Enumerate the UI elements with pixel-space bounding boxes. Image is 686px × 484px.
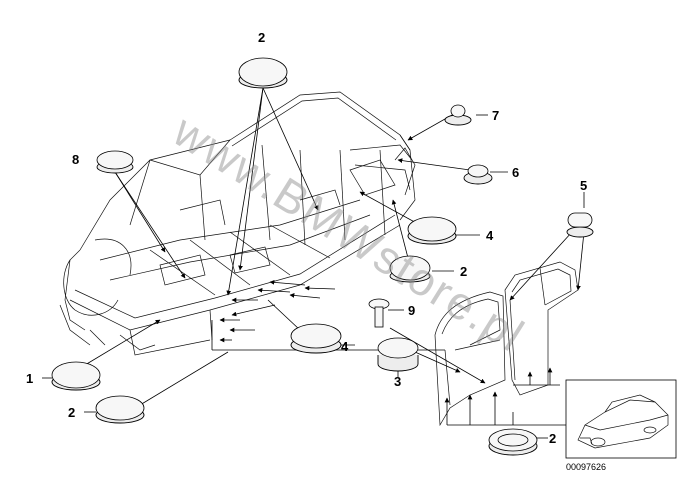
callout-3: 3 [394, 374, 401, 389]
reference-number: 00097626 [566, 462, 606, 472]
car-body-frame [59, 91, 416, 356]
callout-2-bottom-left: 2 [68, 405, 75, 420]
plug-part-3 [377, 337, 419, 372]
plug-part-6 [463, 164, 493, 185]
plug-part-8 [96, 150, 134, 174]
callout-8: 8 [72, 152, 79, 167]
door-shells [434, 261, 579, 427]
callout-2-mid: 2 [460, 264, 467, 279]
callout-2-top: 2 [258, 30, 265, 45]
plug-part-1 [51, 361, 101, 391]
plug-part-7 [444, 104, 472, 126]
callout-4-right: 4 [486, 228, 494, 243]
plug-part-2-mid [389, 255, 431, 283]
plug-part-2-bottom-left [95, 395, 145, 424]
callout-5: 5 [580, 178, 587, 193]
plug-part-2-top [238, 57, 288, 89]
inset-vehicle-thumbnail [565, 379, 677, 459]
plug-part-4-right [407, 216, 457, 245]
callout-2-bottom-right: 2 [549, 431, 556, 446]
callout-7: 7 [492, 108, 499, 123]
fastener-part-9 [368, 298, 390, 328]
plug-part-5 [566, 212, 594, 238]
callout-labels: 2 7 8 6 5 4 2 9 4 3 1 2 2 [26, 30, 587, 446]
callout-6: 6 [512, 165, 519, 180]
callout-1: 1 [26, 371, 33, 386]
leader-lines [42, 87, 585, 439]
plug-part-4-mid [290, 323, 342, 354]
watermark: www.BMWstore.pl [164, 104, 534, 362]
callout-4-mid: 4 [341, 339, 349, 354]
callout-9: 9 [408, 303, 415, 318]
plug-part-2-bottom-right [488, 428, 538, 456]
